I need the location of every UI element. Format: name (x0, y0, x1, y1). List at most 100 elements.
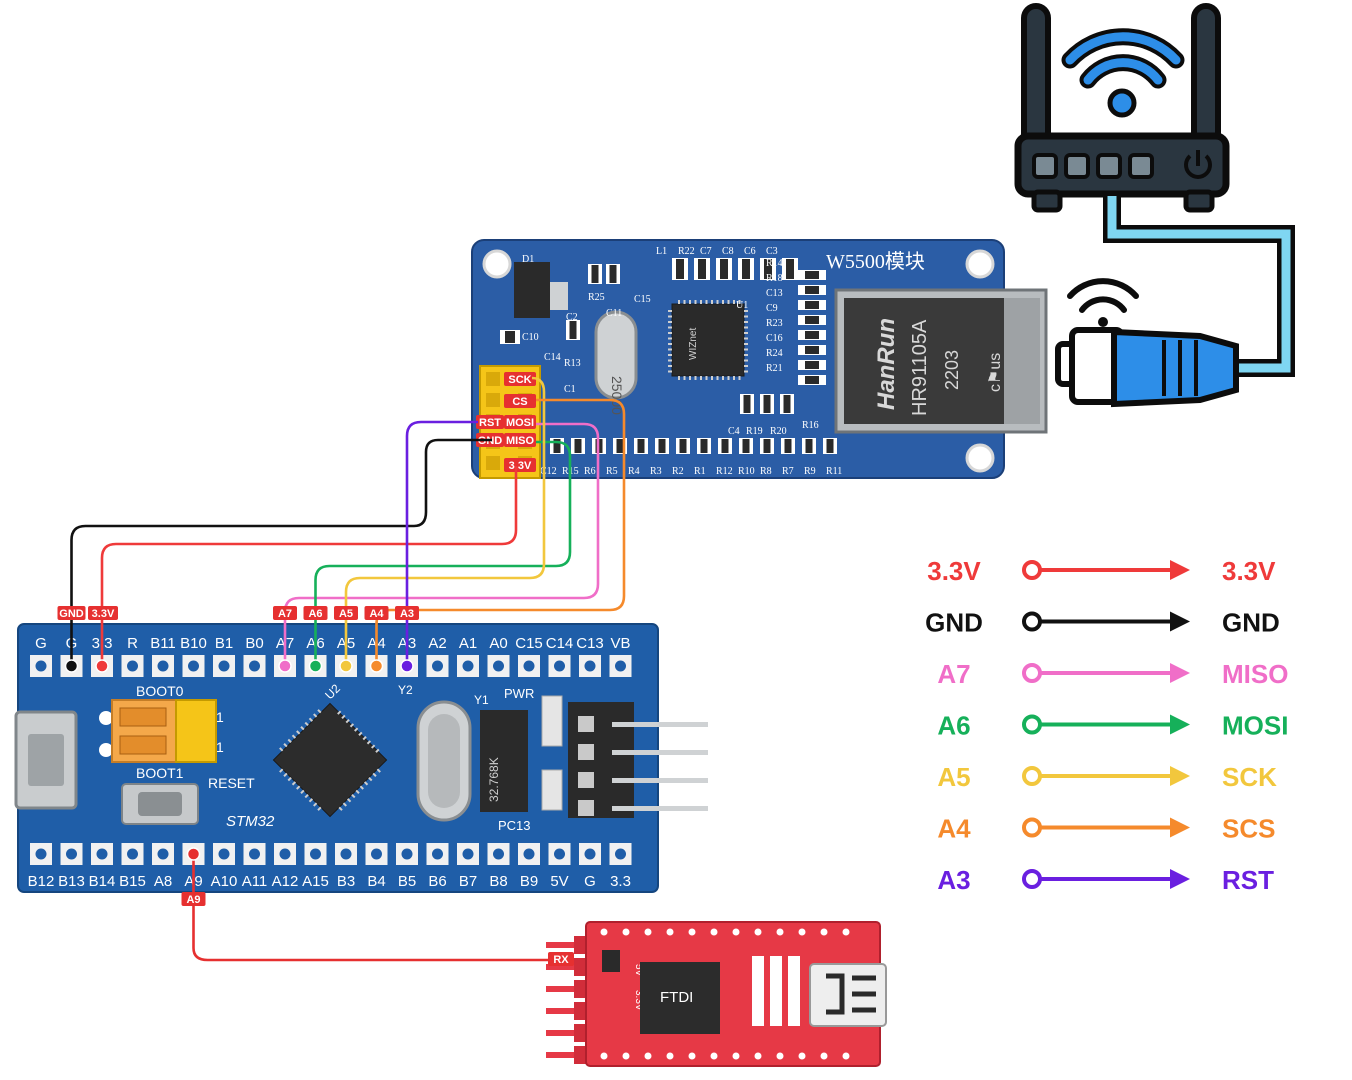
tag-a7: A7 (278, 608, 292, 620)
swd-pin (612, 750, 708, 755)
wire-endpoint (95, 659, 109, 673)
w5500-silk-misc: C11 (606, 308, 622, 319)
swd-pin (612, 778, 708, 783)
w5500-pin-33v-bg (504, 458, 536, 472)
stm32-bottom-pin-label: A8 (154, 873, 172, 890)
w5500-silk-top: R22 (678, 246, 695, 257)
ftdi-3v3: 3.3V (633, 990, 644, 1011)
jumper-0a: 0 (100, 711, 108, 727)
w5500-silk-bottom: R6 (584, 466, 596, 477)
w5500-silk-right: C16 (766, 333, 783, 344)
legend-to-0: 3.3V (1222, 556, 1276, 586)
w5500-silk-top: C7 (700, 246, 712, 257)
legend-from-6: A3 (937, 865, 970, 895)
stm32-top-pin-label: G (35, 635, 47, 652)
usb-port-icon (14, 710, 78, 810)
legend-from-0: 3.3V (927, 556, 981, 586)
w5500-silk-misc: R25 (588, 292, 605, 303)
wire-gnd (70, 438, 492, 666)
w5500-pin-rst-bg (476, 415, 504, 429)
stm32-top-pin-label: A0 (489, 635, 507, 652)
w5500-module: W5500模块 HanRun HR91105A 2203 c⚑us WIZnet… (471, 239, 1048, 479)
w5500-silk-misc: C1 (564, 384, 576, 395)
swd-pin (612, 806, 708, 811)
w5500-silk-bottom: R4 (628, 466, 640, 477)
stm32-bottom-pin-label: B13 (58, 873, 85, 890)
stm32-crystal-32k: 32.768K (480, 710, 528, 812)
crystal-32k-label: 32.768K (487, 757, 501, 802)
w5500-silk-misc: R13 (564, 358, 581, 369)
rj45-jack: HanRun HR91105A 2203 c⚑us (834, 288, 1048, 434)
stm32-top-pin-label: B1 (215, 635, 233, 652)
jumper-1a: 1 (216, 709, 224, 725)
stm32-bottom-pin-label: B14 (89, 873, 116, 890)
wires (64, 376, 626, 962)
ftdi-pin (546, 986, 586, 992)
stm32-mcu: U2 (272, 681, 388, 818)
legend-from-3: A6 (937, 711, 970, 741)
legend-to-6: RST (1222, 865, 1274, 895)
router-icon (1014, 3, 1230, 213)
w5500-silk-bottom: R10 (738, 466, 755, 477)
boot0-label: BOOT0 (136, 683, 184, 699)
stm32-swd-header (568, 702, 708, 818)
ethernet-cable (1103, 196, 1295, 377)
stm32-top-pin-label: C15 (515, 635, 543, 652)
w5500-silk-bottom: R12 (716, 466, 733, 477)
w5500-silk-right: R23 (766, 318, 783, 329)
w5500-silk-top: C8 (722, 246, 734, 257)
wire-endpoint (400, 659, 414, 673)
y2-label: Y2 (398, 683, 413, 697)
tag-gnd: GND (59, 608, 84, 620)
w5500-silk-misc: C4 (728, 426, 740, 437)
w5500-silk-bottom: R1 (694, 466, 706, 477)
w5500-pin-cs-bg (504, 394, 536, 408)
wire-endpoint (186, 847, 201, 861)
w5500-silk-top: C6 (744, 246, 756, 257)
w5500-silk-misc: R19 (746, 426, 763, 437)
stm32-bottom-pin-label: B6 (428, 873, 446, 890)
stm32-bottom-pin-label: G (584, 873, 596, 890)
stm32-bottom-pin-label: 5V (550, 873, 568, 890)
tag-a7-bg (273, 606, 297, 620)
w5500-silk-misc: D1 (522, 254, 534, 265)
w5500-silk-right: C9 (766, 303, 778, 314)
stm32-bottom-pin-label: A11 (242, 873, 268, 890)
regulator (514, 262, 550, 318)
legend-to-2: MISO (1222, 659, 1288, 689)
w5500-silk-misc: C10 (522, 332, 539, 343)
tag-a9-bg (181, 892, 206, 906)
stm32-bottom-pin-label: B12 (28, 873, 55, 890)
w5500-silk-bottom: R11 (826, 466, 842, 477)
w5500-silk-right: R14 (766, 258, 783, 269)
w5500-pin-mosi-bg (504, 415, 536, 429)
legend-from-1: GND (925, 608, 983, 638)
mini-usb-icon (826, 973, 876, 1015)
swd-pin (612, 722, 708, 727)
legend-from-5: A4 (937, 814, 971, 844)
ftdi-pin (546, 964, 586, 970)
wire-endpoint (339, 659, 353, 673)
w5500-pin-sck: SCK (508, 374, 531, 386)
w5500-silk-right: R21 (766, 363, 783, 374)
wire-3v3 (100, 466, 518, 666)
ftdi-5v: 5V (633, 964, 644, 977)
tag-a6: A6 (308, 608, 322, 620)
stm32-bottom-pin-label: B5 (398, 873, 416, 890)
w5500-silk-bottom: C12 (540, 466, 557, 477)
pc13-label: PC13 (498, 818, 531, 833)
stm32-bottom-pin-label: B7 (459, 873, 477, 890)
w5500-pin-miso: MISO (506, 435, 535, 447)
tag-a3-bg (395, 606, 419, 620)
w5500-silk-misc: C14 (544, 352, 561, 363)
ftdi-board: 5V 3.3V FTDI (546, 921, 887, 1067)
w5500-pin-miso-bg (504, 433, 536, 447)
legend-to-1: GND (1222, 608, 1280, 638)
stm32-top-pin-label: B10 (180, 635, 207, 652)
stm32-bottom-pin-label: A15 (302, 873, 329, 890)
w5500-silk-misc: C2 (566, 312, 578, 323)
wire-endpoint (64, 659, 79, 673)
w5500-silk-misc: U1 (736, 300, 748, 311)
